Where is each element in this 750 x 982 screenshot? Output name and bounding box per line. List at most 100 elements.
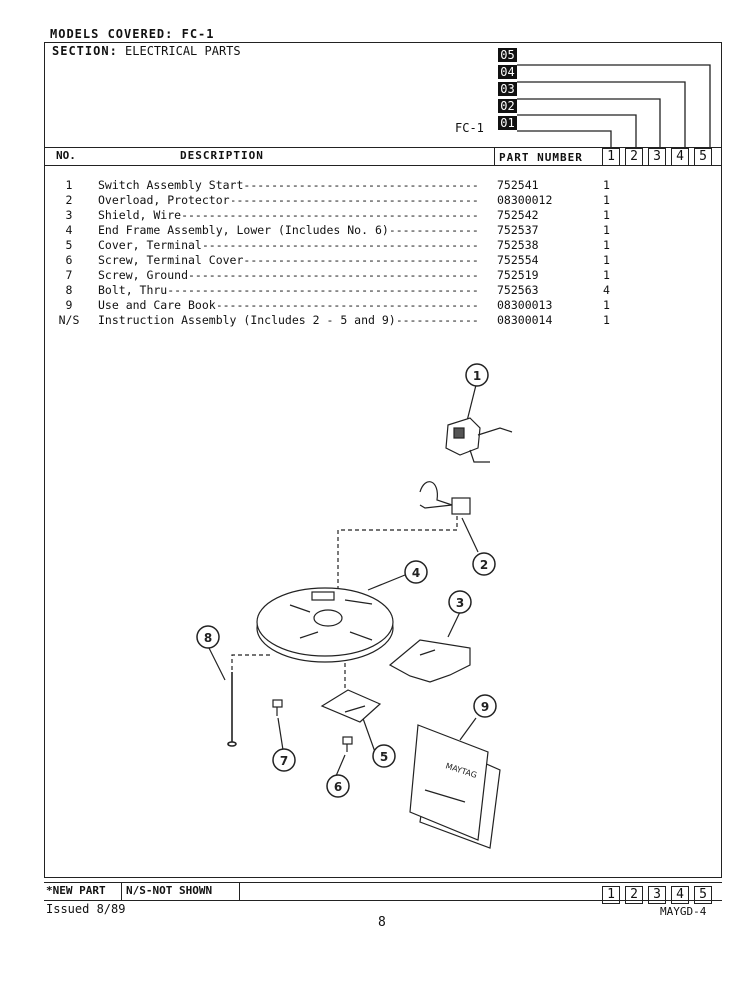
page-number: 8 — [378, 915, 386, 930]
item-number: 9 — [65, 298, 73, 312]
item-description-text: Switch Assembly Start — [98, 178, 246, 192]
model-box: 04 — [498, 65, 517, 79]
model-number: 2 — [625, 148, 643, 166]
models-covered: MODELS COVERED: FC-1 — [50, 27, 215, 41]
parts-row: 7 Screw, Ground 752519 1 — [44, 268, 724, 283]
part-number: 752519 — [497, 268, 539, 282]
item-description-text: End Frame Assembly, Lower (Includes No. … — [98, 223, 391, 237]
item-description-text: Screw, Terminal Cover — [98, 253, 246, 267]
model-box: 03 — [498, 82, 517, 96]
model-number: 5 — [694, 886, 712, 904]
part-number: 08300012 — [497, 193, 553, 207]
section-label: SECTION: — [52, 44, 118, 58]
model-number: 4 — [671, 148, 689, 166]
quantity: 1 — [603, 313, 610, 327]
item-description-text: Bolt, Thru — [98, 283, 170, 297]
header-rule-top — [44, 147, 722, 148]
model-number: 3 — [648, 148, 666, 166]
column-header-part-number: PART NUMBER — [499, 151, 583, 164]
footer-model-numbers: 1 2 3 4 5 — [602, 886, 712, 904]
item-number: 7 — [65, 268, 73, 282]
item-description-text: Screw, Ground — [98, 268, 191, 282]
quantity: 1 — [603, 238, 610, 252]
item-description-text: Shield, Wire — [98, 208, 184, 222]
model-number: 1 — [602, 148, 620, 166]
page-frame — [44, 42, 722, 878]
quantity: 1 — [603, 268, 610, 282]
model-code: FC-1 — [455, 121, 484, 135]
item-description: Screw, Ground — [98, 268, 478, 283]
item-number: 8 — [65, 283, 73, 297]
item-number: 5 — [65, 238, 73, 252]
quantity: 1 — [603, 193, 610, 207]
model-number: 2 — [625, 886, 643, 904]
part-number: 752563 — [497, 283, 539, 297]
item-description: Switch Assembly Start — [98, 178, 478, 193]
quantity: 4 — [603, 283, 610, 297]
model-number: 5 — [694, 148, 712, 166]
parts-row: 4 End Frame Assembly, Lower (Includes No.… — [44, 223, 724, 238]
quantity: 1 — [603, 223, 610, 237]
part-number: 08300013 — [497, 298, 553, 312]
quantity: 1 — [603, 298, 610, 312]
item-number: 4 — [65, 223, 73, 237]
model-box: 05 — [498, 48, 517, 62]
model-number: 3 — [648, 886, 666, 904]
parts-row: 6 Screw, Terminal Cover 752554 1 — [44, 253, 724, 268]
item-number: 2 — [65, 193, 73, 207]
part-number: 752554 — [497, 253, 539, 267]
item-description: Overload, Protector — [98, 193, 478, 208]
footer-rule-bottom — [44, 900, 722, 901]
parts-row: 1 Switch Assembly Start 752541 1 — [44, 178, 724, 193]
item-number: 1 — [65, 178, 73, 192]
model-number-headers: 1 2 3 4 5 — [602, 148, 712, 166]
item-description: Cover, Terminal — [98, 238, 478, 253]
parts-row: 3 Shield, Wire 752542 1 — [44, 208, 724, 223]
quantity: 1 — [603, 178, 610, 192]
model-box: 02 — [498, 99, 517, 113]
part-number: 08300014 — [497, 313, 553, 327]
item-description: Shield, Wire — [98, 208, 478, 223]
item-description-text: Instruction Assembly (Includes 2 - 5 and… — [98, 313, 398, 327]
item-description-text: Use and Care Book — [98, 298, 218, 312]
footer-separator — [121, 882, 122, 900]
quantity: 1 — [603, 208, 610, 222]
column-header-no: NO. — [56, 149, 76, 162]
model-number: 4 — [671, 886, 689, 904]
item-description-text: Cover, Terminal — [98, 238, 204, 252]
parts-row: 5 Cover, Terminal 752538 1 — [44, 238, 724, 253]
item-description: Instruction Assembly (Includes 2 - 5 and… — [98, 313, 478, 328]
item-description: Screw, Terminal Cover — [98, 253, 478, 268]
issued-date: Issued 8/89 — [46, 902, 126, 916]
header-rule-bottom — [44, 165, 722, 166]
section-value: ELECTRICAL PARTS — [125, 44, 241, 58]
part-number: 752537 — [497, 223, 539, 237]
header-separator — [494, 147, 495, 165]
quantity: 1 — [603, 253, 610, 267]
section-title: SECTION: ELECTRICAL PARTS — [52, 44, 241, 58]
model-box: 01 — [498, 116, 517, 130]
item-number: 3 — [65, 208, 73, 222]
document-code: MAYGD-4 — [660, 905, 707, 918]
item-number: N/S — [58, 313, 80, 327]
part-number: 752538 — [497, 238, 539, 252]
model-number: 1 — [602, 886, 620, 904]
footer-rule-top — [44, 882, 722, 883]
column-header-description: DESCRIPTION — [180, 149, 264, 162]
item-number: 6 — [65, 253, 73, 267]
new-part-legend: *NEW PART — [46, 884, 106, 897]
item-description-text: Overload, Protector — [98, 193, 232, 207]
item-description: Bolt, Thru — [98, 283, 478, 298]
not-shown-legend: N/S-NOT SHOWN — [126, 884, 213, 897]
parts-row: 9 Use and Care Book 08300013 1 — [44, 298, 724, 313]
parts-list: 1 Switch Assembly Start 752541 1 2 Overload,… — [44, 178, 724, 328]
parts-row: 8 Bolt, Thru 752563 4 — [44, 283, 724, 298]
parts-row: N/S Instruction Assembly (Includes 2 - 5 … — [44, 313, 724, 328]
item-description: End Frame Assembly, Lower (Includes No. … — [98, 223, 478, 238]
item-description: Use and Care Book — [98, 298, 478, 313]
part-number: 752542 — [497, 208, 539, 222]
parts-row: 2 Overload, Protector 08300012 1 — [44, 193, 724, 208]
footer-separator — [239, 882, 240, 900]
model-column-boxes: 05 04 03 02 01 — [498, 48, 517, 133]
part-number: 752541 — [497, 178, 539, 192]
